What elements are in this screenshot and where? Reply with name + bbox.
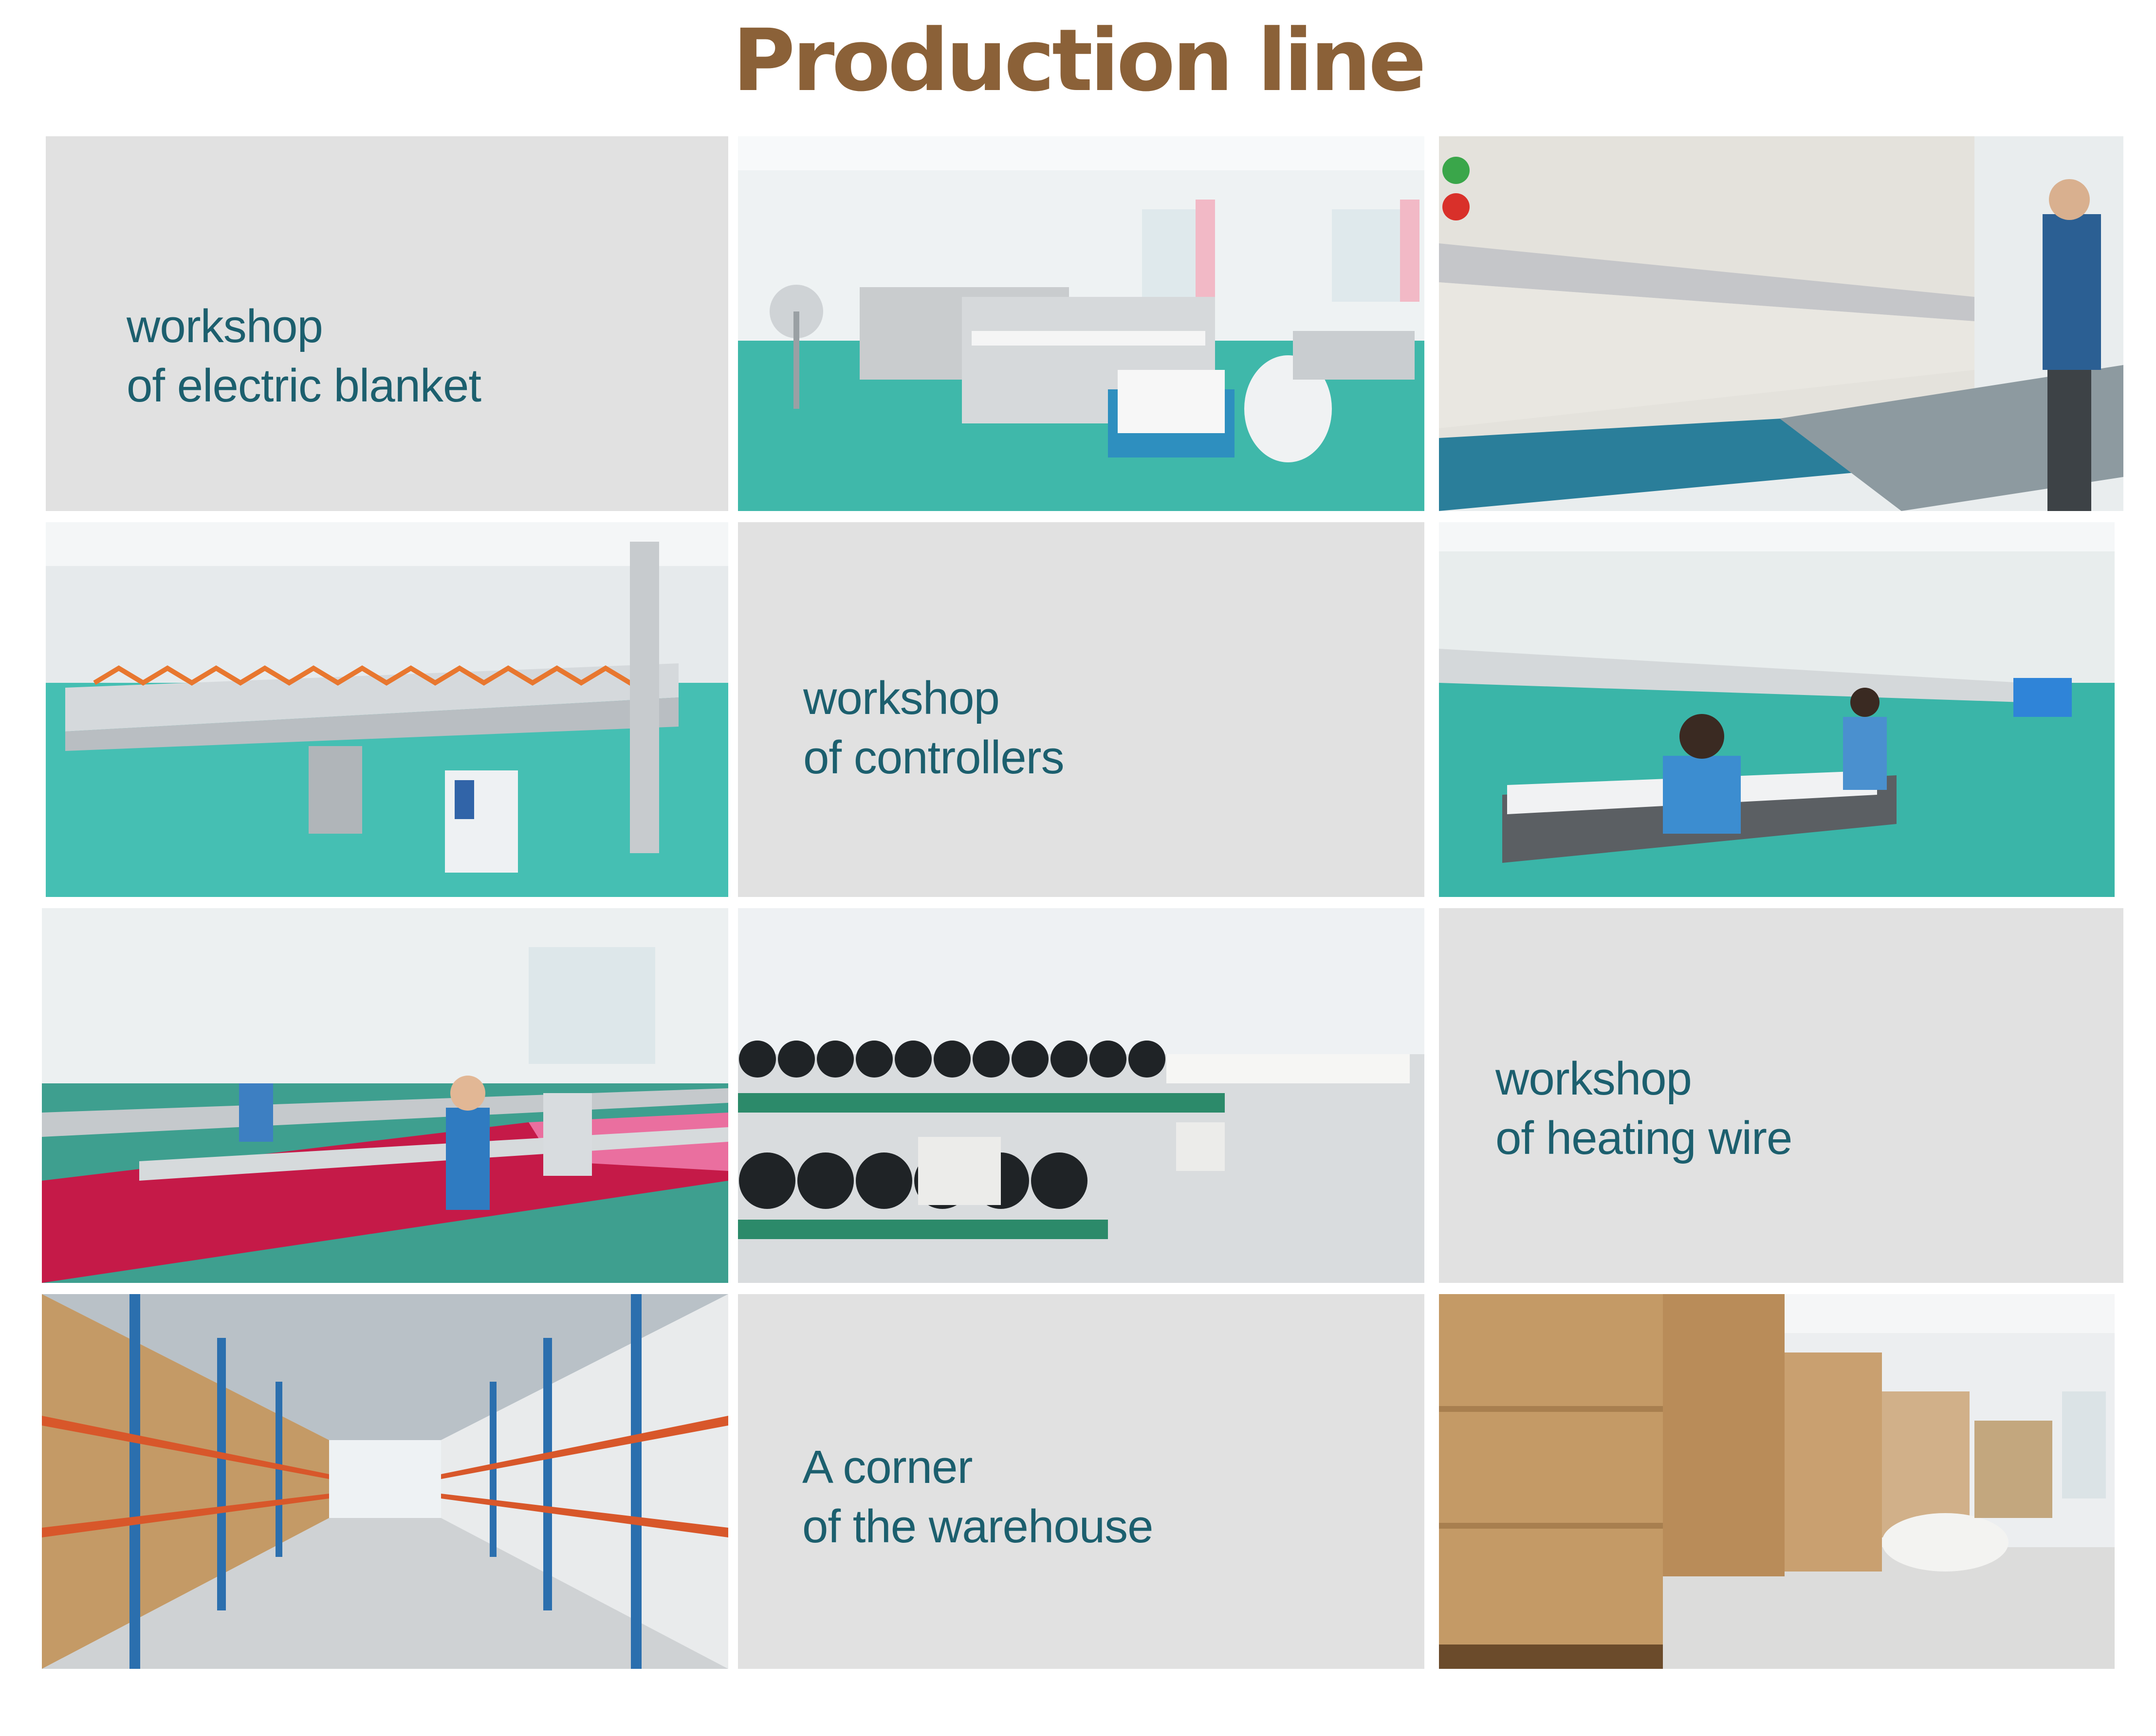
photo-heating-wire-spools-illustration [738, 908, 1424, 1283]
label-line: workshop [127, 300, 323, 352]
photo-quilting-closeup-illustration [1439, 136, 2123, 511]
photo-warehouse-boxes [1439, 1294, 2115, 1669]
label-line: workshop [1495, 1053, 1692, 1105]
photo-quilting-closeup [1439, 136, 2123, 511]
label-panel-electric-blanket: workshop of electric blanket [46, 136, 728, 511]
label-panel-heating-wire: workshop of heating wire [1439, 908, 2123, 1283]
photo-quilting-machines [738, 136, 1424, 511]
label-line: of heating wire [1495, 1112, 1792, 1164]
label-electric-blanket: workshop of electric blanket [127, 297, 481, 416]
label-panel-warehouse: A corner of the warehouse [738, 1294, 1424, 1669]
label-panel-controllers: workshop of controllers [738, 522, 1424, 897]
label-line: workshop [803, 672, 1000, 724]
photo-quilting-machines-illustration [738, 136, 1424, 511]
label-controllers: workshop of controllers [803, 669, 1065, 787]
label-line: of controllers [803, 731, 1065, 784]
photo-assembly-line-illustration [46, 522, 728, 897]
label-line: of the warehouse [802, 1500, 1153, 1553]
photo-red-fabric-line-illustration [42, 908, 728, 1283]
photo-controller-benches-illustration [1439, 522, 2115, 897]
label-line: A corner [802, 1441, 973, 1493]
label-warehouse: A corner of the warehouse [802, 1438, 1153, 1556]
label-heating-wire: workshop of heating wire [1495, 1049, 1792, 1168]
photo-warehouse-racks-illustration [42, 1294, 728, 1669]
photo-assembly-line [46, 522, 728, 897]
page-title: Production line [732, 11, 1427, 110]
photo-heating-wire-spools [738, 908, 1424, 1283]
photo-warehouse-racks [42, 1294, 728, 1669]
photo-red-fabric-line [42, 908, 728, 1283]
photo-warehouse-boxes-illustration [1439, 1294, 2115, 1669]
photo-controller-benches [1439, 522, 2115, 897]
label-line: of electric blanket [127, 360, 481, 412]
